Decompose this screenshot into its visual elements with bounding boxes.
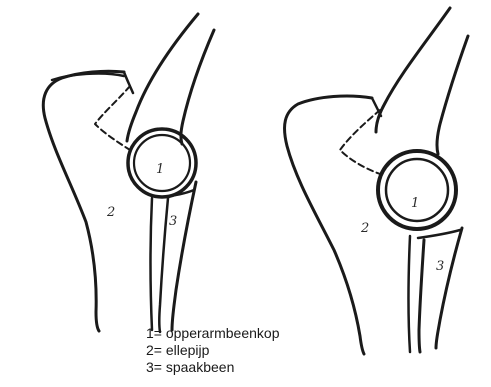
legend: 1= opperarmbeenkop 2= ellepijp 3= spaakb… xyxy=(146,325,280,376)
right-humeral-head-outer xyxy=(378,151,456,229)
left-radius-outer xyxy=(172,182,196,330)
right-humeral-head-inner xyxy=(386,159,448,221)
right-humerus-shaft-inner xyxy=(437,36,468,154)
left-ulna-inner-edge xyxy=(151,198,153,330)
right-ulna-outline xyxy=(285,96,372,354)
right-label-radius: 3 xyxy=(436,259,444,274)
right-label-ulna: 2 xyxy=(360,221,369,236)
right-radius-neck xyxy=(418,230,460,238)
left-joint-dashed-line xyxy=(95,86,130,150)
left-ulna-outline xyxy=(43,71,124,331)
right-joint-dashed-line xyxy=(340,110,380,174)
left-label-radius: 3 xyxy=(169,214,177,229)
right-label-humeral-head: 1 xyxy=(411,196,419,211)
right-elbow-drawing: 1 2 3 xyxy=(285,8,468,354)
legend-item-radius: 3= spaakbeen xyxy=(146,359,280,376)
left-humerus-shaft-inner xyxy=(181,30,214,144)
right-radius-outer xyxy=(436,228,462,348)
right-ulna-inner-edge xyxy=(409,236,411,352)
left-radius-inner xyxy=(159,198,168,332)
right-radius-inner xyxy=(419,240,424,352)
right-humerus-shaft-outer xyxy=(376,8,450,132)
left-elbow-drawing: 1 2 3 xyxy=(43,14,214,332)
left-label-humeral-head: 1 xyxy=(156,162,164,177)
left-label-ulna: 2 xyxy=(106,205,115,220)
legend-item-ulna: 2= ellepijp xyxy=(146,342,280,359)
left-humerus-shaft-outer xyxy=(127,14,198,141)
legend-item-humeral-head: 1= opperarmbeenkop xyxy=(146,325,280,342)
